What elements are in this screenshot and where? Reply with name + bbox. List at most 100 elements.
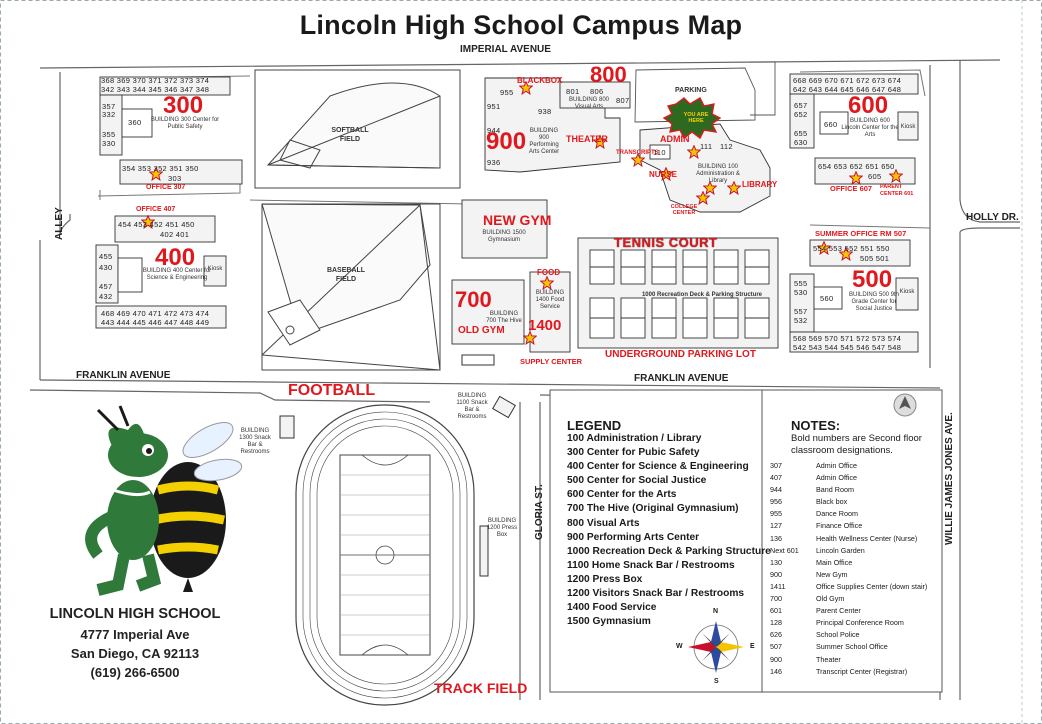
label-transcripts: TRANSCRIPTS — [616, 150, 659, 156]
label-college-center: COLLEGE CENTER — [670, 204, 698, 216]
notes-room-name: Old Gym — [816, 594, 845, 604]
building-600-shape — [789, 73, 919, 185]
b800-room: 807 — [616, 96, 630, 105]
building-1100-caption: BUILDING 1100 Snack Bar & Restrooms — [456, 393, 488, 420]
building-700-number: 700 — [455, 287, 492, 312]
notes-text: Bold numbers are Second floor classroom … — [791, 433, 922, 456]
notes-room-name: Office Supplies Center (down stair) — [816, 581, 928, 591]
notes-room-name: Dance Room — [816, 509, 858, 519]
legend-item: 400 Center for Science & Engineering — [567, 461, 749, 473]
compass-s: S — [714, 678, 719, 685]
label-softball-field: SOFTBALL FIELD — [331, 127, 369, 143]
school-city: San Diego, CA 92113 — [70, 646, 200, 661]
b500-room: 555 — [794, 279, 808, 288]
b900-room: 955 — [500, 88, 514, 97]
notes-row: 1411 Office Supplies Center (down stair) — [770, 581, 940, 593]
legend-item: 1100 Home Snack Bar / Restrooms — [567, 559, 735, 571]
building-600-caption: BUILDING 600 Lincoln Center for the Arts — [841, 118, 899, 138]
b500-room: 560 — [820, 294, 834, 303]
building-500-number: 500 — [852, 266, 893, 293]
b500-room: 557 — [794, 307, 808, 316]
b600-top-rooms: 668 669 670 671 672 673 674 — [793, 76, 902, 85]
label-supply-center: SUPPLY CENTER — [520, 357, 583, 366]
compass-w: W — [676, 643, 683, 650]
label-track-field: TRACK FIELD — [434, 680, 528, 696]
b500-room: 532 — [794, 316, 808, 325]
notes-room: 128 — [770, 618, 782, 628]
notes-room-name: Band Room — [816, 485, 854, 495]
b600-top-rooms-2: 642 643 644 645 646 647 648 — [793, 85, 902, 94]
notes-room: 944 — [770, 485, 782, 495]
building-900-caption: BUILDING 900 Performing Arts Center — [528, 128, 560, 155]
label-parent-center: PARENT CENTER 601 — [880, 184, 914, 197]
b300-top-rooms: 368 369 370 371 372 373 374 — [101, 76, 210, 85]
building-1400-number: 1400 — [528, 317, 562, 334]
b300-top-rooms-2: 342 343 344 345 346 347 348 — [101, 85, 210, 94]
building-900-number: 900 — [486, 128, 527, 155]
b800-room: 806 — [590, 87, 604, 96]
label-nurse: NURSE — [649, 170, 678, 179]
b400-bottom-rooms-2: 443 444 445 446 447 448 449 — [101, 318, 210, 327]
legend-item: 1400 Food Service — [567, 602, 657, 614]
b400-room: 457 — [99, 282, 113, 291]
notes-room: 136 — [770, 533, 782, 543]
building-100-caption: BUILDING 100 Administration & Library — [696, 164, 740, 184]
compass-rose-icon — [688, 621, 744, 673]
legend-item: 900 Performing Arts Center — [567, 531, 700, 543]
softball-field — [254, 69, 461, 189]
legend-item: 800 Visual Arts — [567, 517, 640, 529]
notes-room: 130 — [770, 557, 782, 567]
notes-room-name: Black box — [816, 497, 848, 507]
street-franklin-avenue-right: FRANKLIN AVENUE — [634, 373, 729, 384]
legend-item: 1200 Visitors Snack Bar / Restrooms — [567, 588, 745, 600]
b300-room: 332 — [102, 110, 116, 119]
building-400-caption: BUILDING 400 Center for Science & Engine… — [142, 268, 212, 281]
b300-room: 330 — [102, 139, 116, 148]
street-alley: ALLEY — [54, 207, 65, 240]
b500-room: 530 — [794, 288, 808, 297]
school-name: LINCOLN HIGH SCHOOL — [49, 606, 221, 622]
label-office-307: OFFICE 307 — [146, 184, 186, 191]
notes-room: 601 — [770, 606, 782, 616]
label-library: LIBRARY — [742, 180, 778, 189]
building-300-shape — [99, 76, 243, 185]
tennis-court-complex — [577, 237, 779, 349]
building-700-caption: BUILDING 700 The Hive — [486, 311, 522, 324]
building-1500-caption: BUILDING 1500 Gymnasium — [482, 230, 526, 243]
north-arrow-icon — [893, 393, 917, 417]
notes-room: 146 — [770, 666, 782, 676]
building-500-shape — [789, 239, 919, 353]
notes-room: 127 — [770, 521, 782, 531]
notes-room: 626 — [770, 630, 782, 640]
building-300-caption: BUILDING 300 Center for Public Safety — [150, 117, 220, 130]
label-tennis-court: TENNIS COURT — [614, 235, 718, 250]
label-theater: THEATER — [566, 134, 608, 144]
legend-item: 600 Center for the Arts — [567, 489, 677, 501]
b900-room: 938 — [538, 107, 552, 116]
notes-room-name: Parent Center — [816, 606, 861, 616]
building-300-number: 300 — [163, 92, 204, 119]
legend-item: 1500 Gymnasium — [567, 616, 651, 628]
notes-room-name: School Police — [816, 630, 860, 640]
b300-room: 360 — [128, 118, 142, 127]
b300-bottom-rooms: 354 353 352 351 350 — [122, 164, 199, 173]
building-800-shape — [559, 81, 631, 109]
legend-item: 500 Center for Social Justice — [567, 475, 707, 487]
old-gym-shape — [451, 279, 525, 345]
street-gloria-st: GLORIA ST. — [534, 484, 545, 540]
notes-room: 1411 — [770, 581, 786, 591]
map-title: Lincoln High School Campus Map — [299, 10, 743, 40]
b100-room: 111 — [700, 142, 713, 151]
notes-row: 944 Band Room — [770, 484, 940, 496]
notes-room-name: Transcript Center (Registrar) — [816, 666, 908, 676]
label-office-607: OFFICE 607 — [830, 184, 873, 193]
